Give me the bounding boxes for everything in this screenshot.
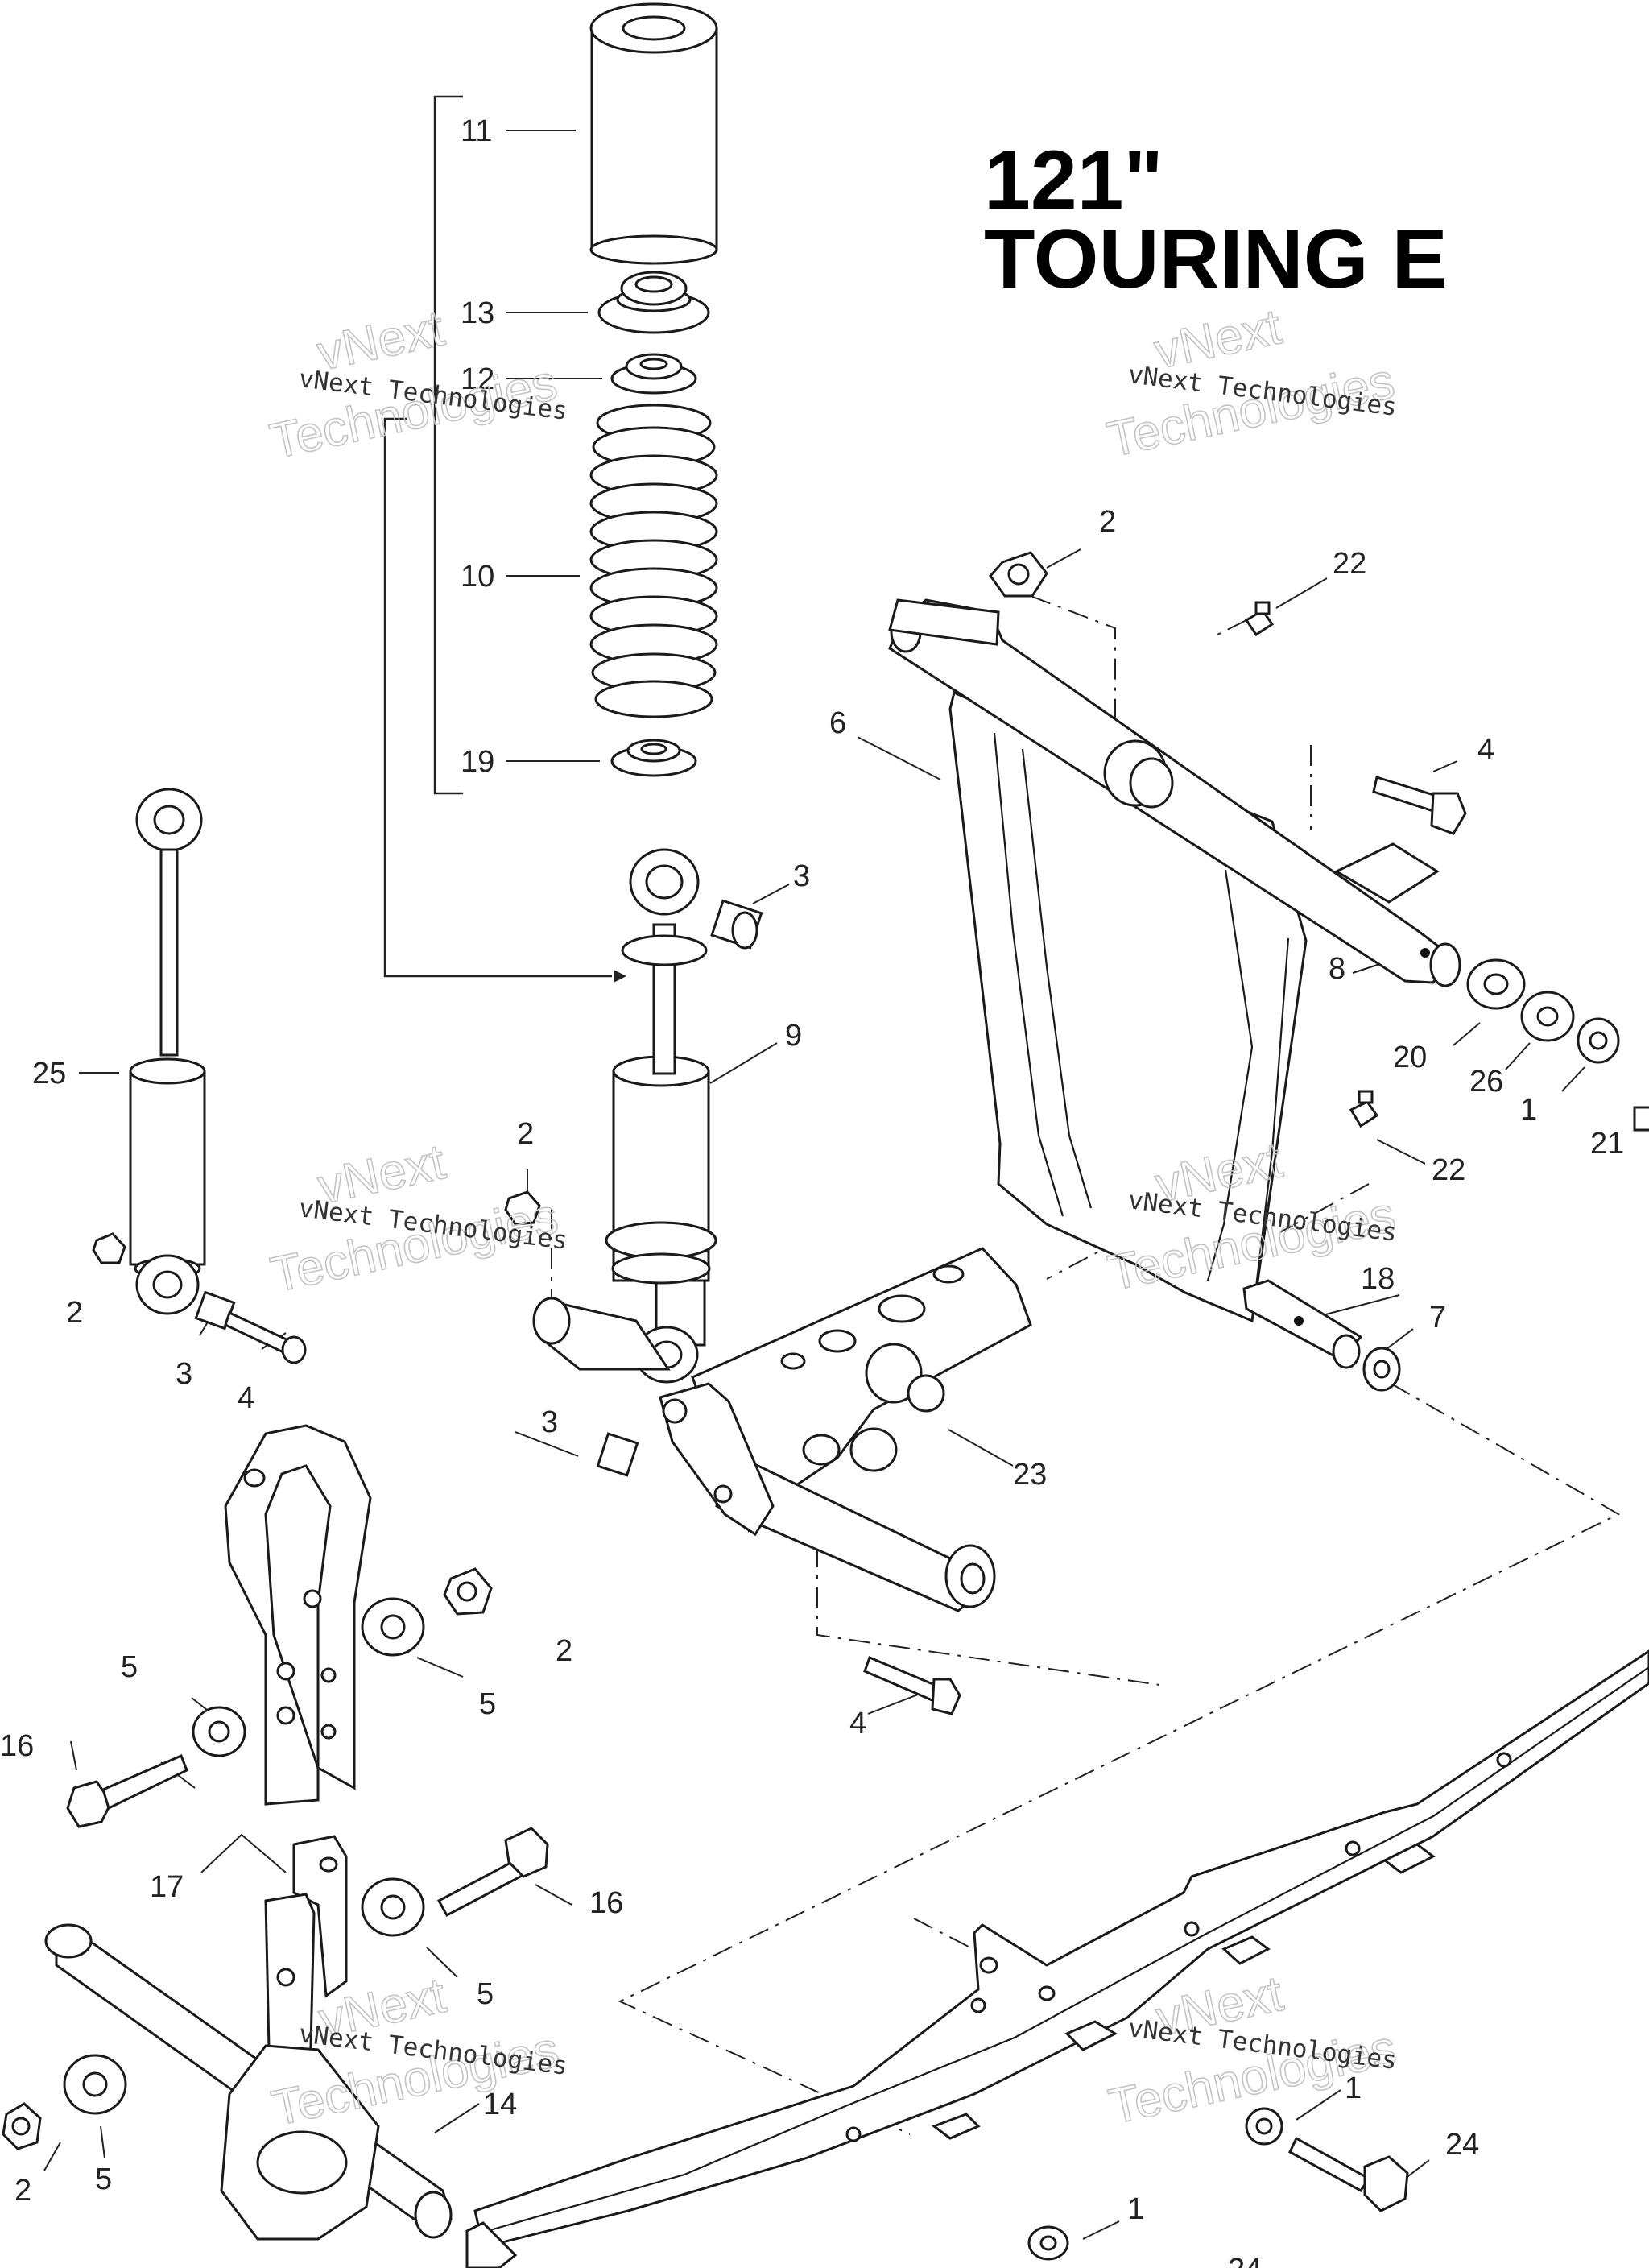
callout-22-lower: 22: [1432, 1153, 1465, 1187]
callout-2-upper: 2: [1099, 505, 1116, 539]
callout-3-upper: 3: [793, 859, 810, 893]
upper-nut-part: [989, 551, 1048, 598]
rear-nut-part: [2, 2102, 42, 2150]
callout-5-lower: 5: [477, 1977, 494, 2011]
callout-8: 8: [1329, 952, 1345, 986]
callout-24-lower: 24: [1228, 2253, 1262, 2268]
center-spacer-part: [710, 899, 763, 950]
grease-fitting-upper-part: [1244, 601, 1275, 637]
lower-shaft-washer-part: [1362, 1347, 1401, 1392]
shaft-screw-21-part: [1633, 1106, 1649, 1132]
callout-10: 10: [461, 560, 494, 594]
callout-22-upper: 22: [1333, 547, 1366, 581]
center-nut-part: [504, 1190, 541, 1226]
callout-18: 18: [1361, 1262, 1395, 1296]
callout-4-upper: 4: [1477, 733, 1494, 767]
callout-labels: 11 13 12 10 19 2 22 6 4 3 8 9 20 26 1 21…: [0, 114, 1624, 2268]
diagram-title-size: 121": [984, 134, 1163, 227]
upper-bolt-part: [1372, 776, 1467, 835]
callout-2-left: 2: [66, 1296, 83, 1330]
slide-rail-part: [465, 1649, 1649, 2268]
shaft-washer-20-part: [1466, 958, 1526, 1010]
callout-2-center: 2: [517, 1117, 534, 1151]
callout-20: 20: [1393, 1041, 1427, 1074]
callout-6: 6: [829, 706, 846, 740]
callout-25: 25: [32, 1057, 66, 1091]
callout-2-rear: 2: [14, 2174, 31, 2208]
cross-bracket-part: [532, 1247, 1032, 1612]
lower-spring-seat-part: [610, 739, 697, 777]
callout-leaders: [43, 130, 1585, 2240]
callout-5-upper-right: 5: [479, 1687, 496, 1721]
callout-2-link: 2: [556, 1634, 572, 1668]
callout-23: 23: [1013, 1458, 1047, 1492]
lower-spacer-part: [596, 1432, 639, 1477]
callout-16-upper: 16: [0, 1729, 34, 1763]
grease-fitting-lower-part: [1349, 1090, 1379, 1128]
coil-spring-part: [589, 404, 718, 718]
callout-4-left: 4: [238, 1381, 254, 1415]
link-washer-upper-part: [361, 1597, 425, 1657]
lower-link-part: [264, 1835, 348, 2088]
callout-21: 21: [1590, 1127, 1624, 1161]
left-shock-absorber-part: [129, 788, 206, 1315]
callout-1-lower: 1: [1127, 2192, 1144, 2226]
cap-boot-part: [589, 2, 718, 265]
link-bolt-lower-part: [436, 1827, 549, 1918]
callout-11: 11: [461, 114, 492, 148]
callout-16-lower: 16: [589, 1886, 623, 1920]
center-shock-absorber-part: [605, 848, 717, 1384]
rail-washer-upper-part: [1245, 2107, 1283, 2146]
callout-5-upper-left: 5: [121, 1650, 138, 1684]
assembly-brackets: [383, 95, 626, 983]
lower-bolt-part: [863, 1656, 961, 1715]
link-bolt-upper-part: [66, 1754, 188, 1828]
callout-24-upper: 24: [1445, 2128, 1479, 2162]
rail-washer-lower-part: [1027, 2225, 1069, 2261]
callout-5-rear: 5: [95, 2162, 112, 2196]
link-washer-lower-part: [361, 1877, 425, 1937]
left-bolt-part: [224, 1310, 307, 1364]
rear-cross-shaft-part: [44, 1923, 453, 2241]
callout-12: 12: [461, 362, 494, 396]
callout-19: 19: [461, 745, 494, 779]
spring-stopper-part: [597, 271, 710, 334]
callout-13: 13: [461, 296, 494, 330]
callout-9: 9: [785, 1019, 802, 1053]
callout-3-left: 3: [176, 1357, 192, 1391]
rail-bolt-upper-part: [1288, 2136, 1409, 2212]
callout-1-middle: 1: [1345, 2071, 1362, 2105]
left-nut-part: [92, 1232, 126, 1264]
upper-link-part: [224, 1424, 372, 1806]
callout-17: 17: [150, 1870, 184, 1904]
rear-washer-part: [63, 2054, 127, 2115]
link-washer-left-part: [192, 1706, 246, 1757]
callout-7: 7: [1429, 1301, 1446, 1335]
link-nut-upper-part: [443, 1567, 493, 1616]
callout-14: 14: [483, 2088, 517, 2121]
callout-1-upper: 1: [1520, 1093, 1537, 1127]
shaft-washer-26-part: [1520, 991, 1575, 1042]
callout-3-center: 3: [541, 1405, 558, 1439]
diagram-title-model: TOURING E: [984, 213, 1448, 306]
suspension-arm-part: [888, 598, 1461, 1369]
callout-4-lower: 4: [849, 1707, 866, 1740]
shaft-lock-washer-part: [1577, 1017, 1620, 1064]
watermark-top-left: vNext Technologies: [265, 300, 563, 470]
callout-26: 26: [1469, 1065, 1503, 1099]
spring-seat-part: [610, 353, 697, 395]
